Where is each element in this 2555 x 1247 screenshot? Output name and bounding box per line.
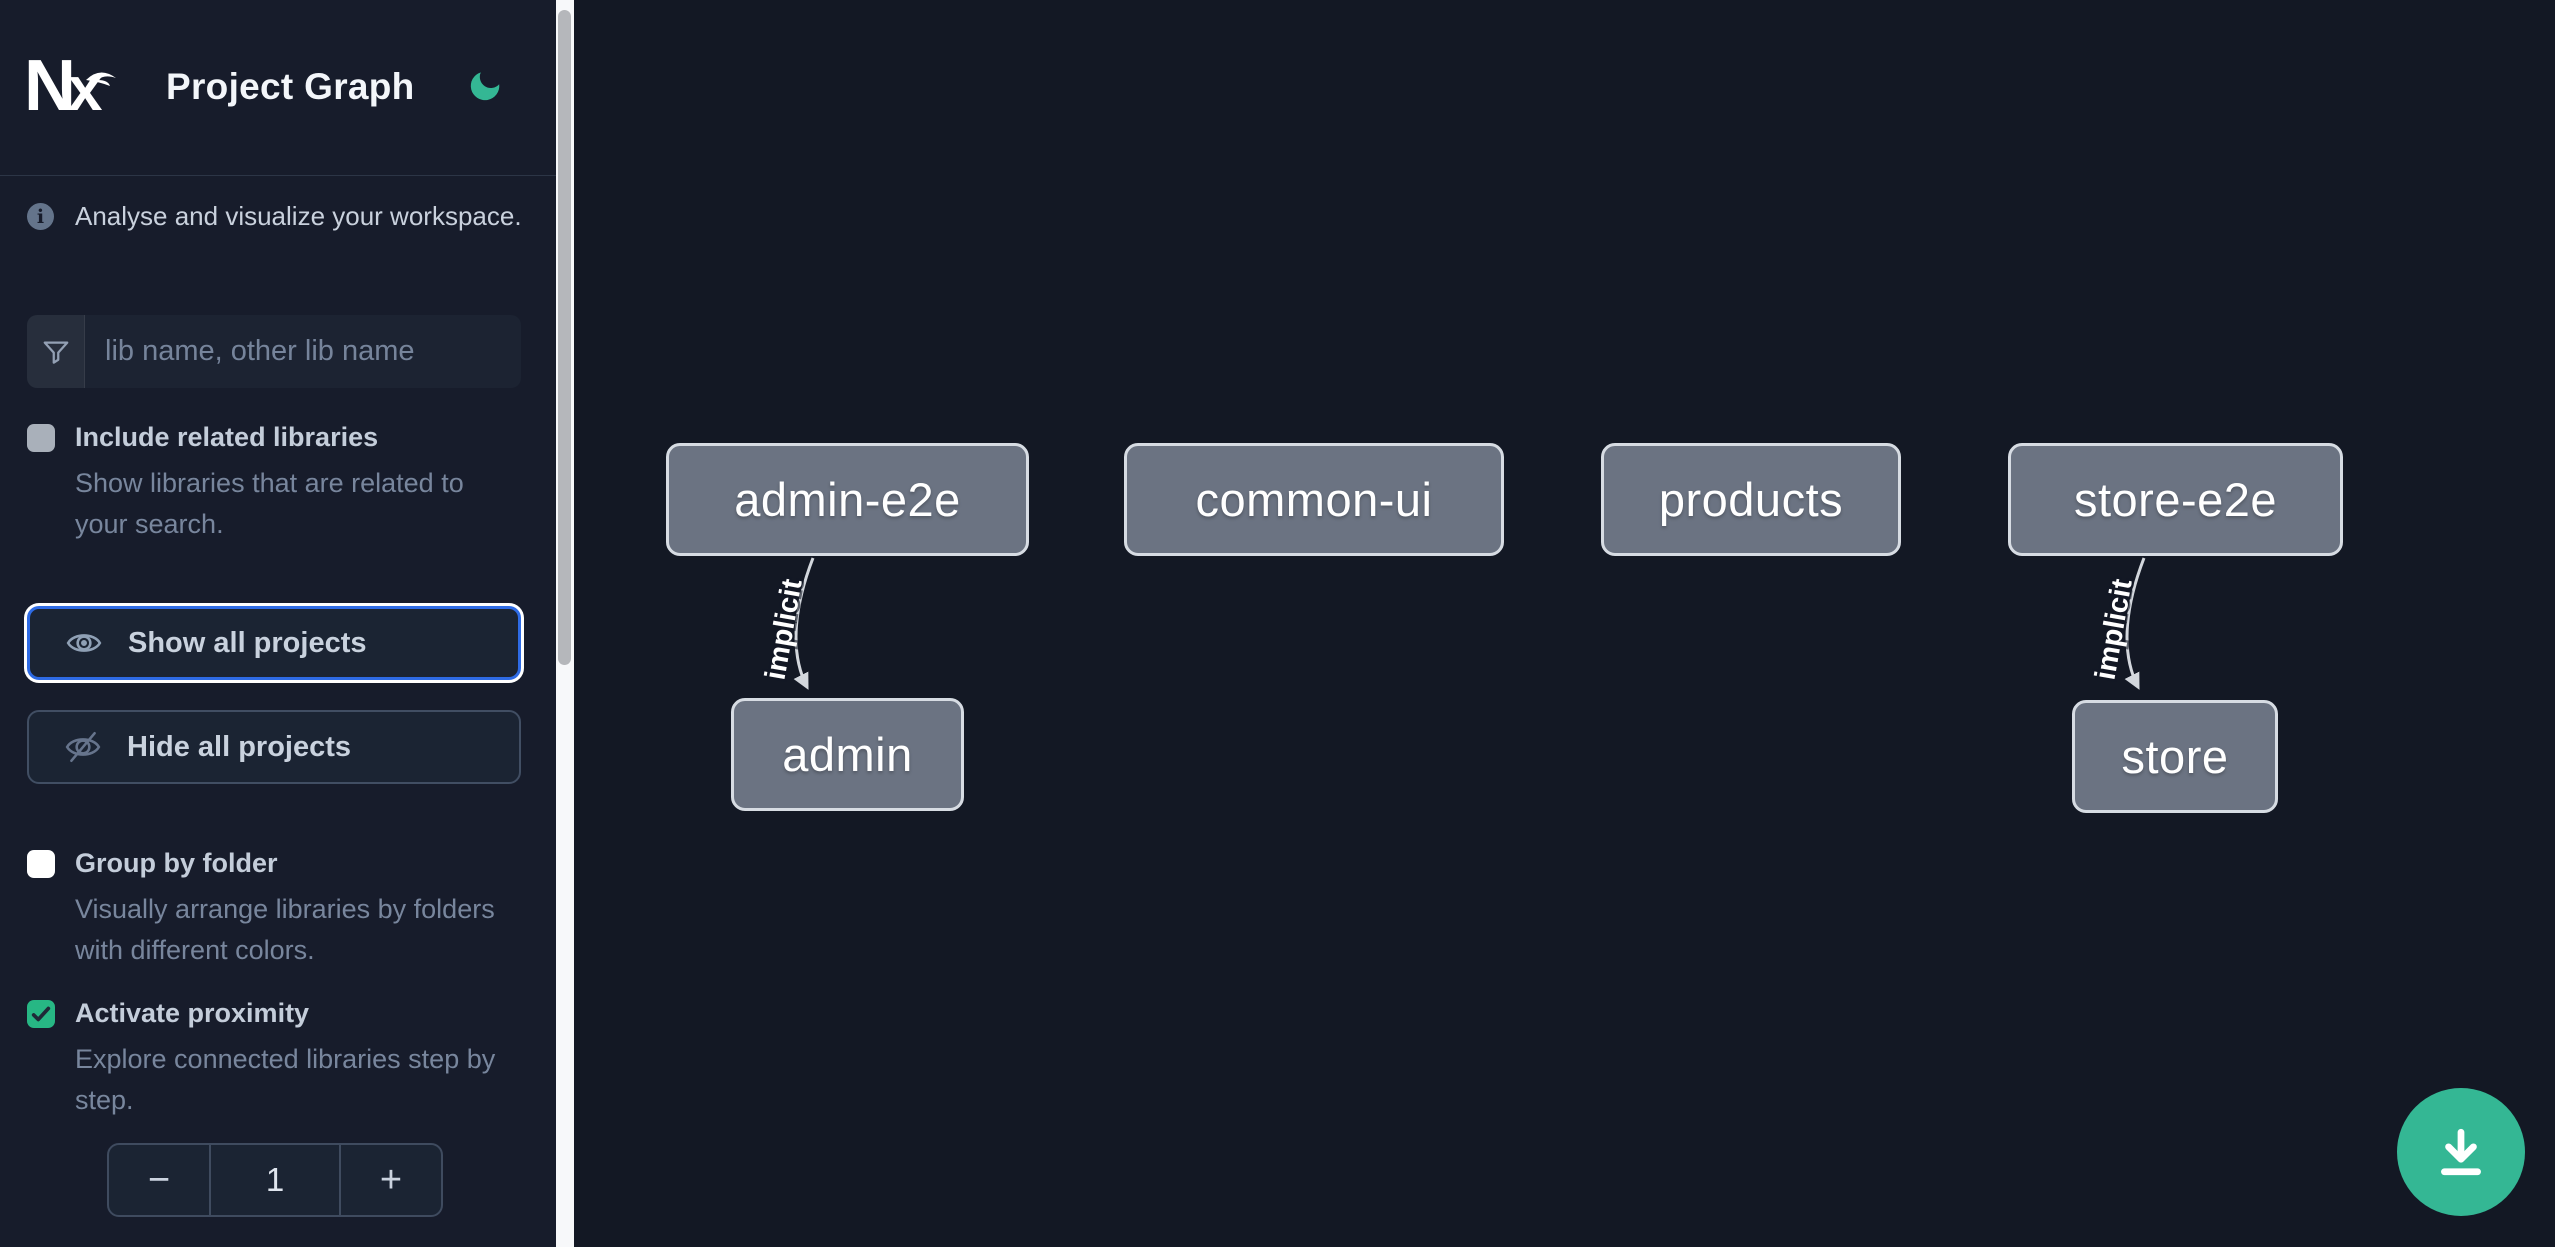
group-by-folder-option: Group by folder Visually arrange librari… [27, 848, 527, 971]
include-related-option: Include related libraries Show libraries… [27, 422, 527, 545]
show-all-projects-label: Show all projects [128, 626, 367, 659]
download-graph-button[interactable] [2397, 1088, 2525, 1216]
activate-proximity-label: Activate proximity [75, 998, 310, 1028]
edge-label-implicit: implicit [2090, 576, 2139, 682]
activate-proximity-option: Activate proximity Explore connected lib… [27, 998, 527, 1121]
project-graph-canvas[interactable]: implicit implicit admin-e2e common-ui pr… [574, 0, 2555, 1247]
activate-proximity-checkbox[interactable] [27, 1000, 55, 1028]
info-icon: i [27, 203, 54, 230]
group-by-folder-label: Group by folder [75, 848, 278, 878]
group-by-folder-description: Visually arrange libraries by folders wi… [75, 894, 495, 965]
graph-node-common-ui[interactable]: common-ui [1124, 443, 1504, 556]
graph-node-store-e2e[interactable]: store-e2e [2008, 443, 2343, 556]
search-input[interactable] [85, 315, 521, 388]
graph-node-admin[interactable]: admin [731, 698, 964, 811]
include-related-checkbox[interactable] [27, 424, 55, 452]
decrement-button[interactable]: − [109, 1145, 209, 1215]
svg-text:N: N [26, 52, 76, 120]
page-title: Project Graph [166, 66, 415, 107]
graph-node-admin-e2e[interactable]: admin-e2e [666, 443, 1029, 556]
sidebar-header: N x Project Graph [0, 0, 556, 176]
graph-edges: implicit implicit [757, 557, 2146, 690]
increment-button[interactable]: + [341, 1145, 441, 1215]
checkmark-icon [31, 1006, 51, 1022]
edge-store-e2e-store [2124, 557, 2146, 690]
proximity-depth-stepper: − 1 + [107, 1143, 443, 1217]
edge-admin-e2e-admin [793, 557, 815, 690]
filter-search-box [27, 315, 521, 388]
graph-node-store[interactable]: store [2072, 700, 2278, 813]
eye-slash-icon [65, 729, 101, 765]
include-related-description: Show libraries that are related to your … [75, 468, 464, 539]
sidebar-scrollbar-track[interactable] [556, 0, 574, 1247]
edge-label-implicit: implicit [760, 576, 809, 682]
moon-icon [470, 71, 500, 100]
hide-all-projects-label: Hide all projects [127, 730, 352, 763]
group-by-folder-checkbox[interactable] [27, 850, 55, 878]
workspace-tagline-row: i Analyse and visualize your workspace. [27, 201, 527, 232]
hide-all-projects-button[interactable]: Hide all projects [27, 710, 521, 784]
activate-proximity-description: Explore connected libraries step by step… [75, 1044, 496, 1115]
include-related-label: Include related libraries [75, 422, 379, 452]
proximity-depth-value: 1 [209, 1145, 341, 1215]
svg-text:x: x [68, 55, 103, 120]
download-icon [2441, 1128, 2481, 1176]
tagline-text: Analyse and visualize your workspace. [75, 201, 522, 231]
dark-mode-toggle[interactable] [464, 66, 506, 108]
show-all-projects-button[interactable]: Show all projects [27, 606, 521, 680]
eye-icon [66, 625, 102, 661]
nx-logo-icon: N x [26, 52, 116, 120]
sidebar-scrollbar-thumb[interactable] [558, 10, 571, 665]
graph-node-products[interactable]: products [1601, 443, 1901, 556]
funnel-icon [27, 315, 85, 388]
sidebar: N x Project Graph i Analyse and visualiz… [0, 0, 556, 1247]
